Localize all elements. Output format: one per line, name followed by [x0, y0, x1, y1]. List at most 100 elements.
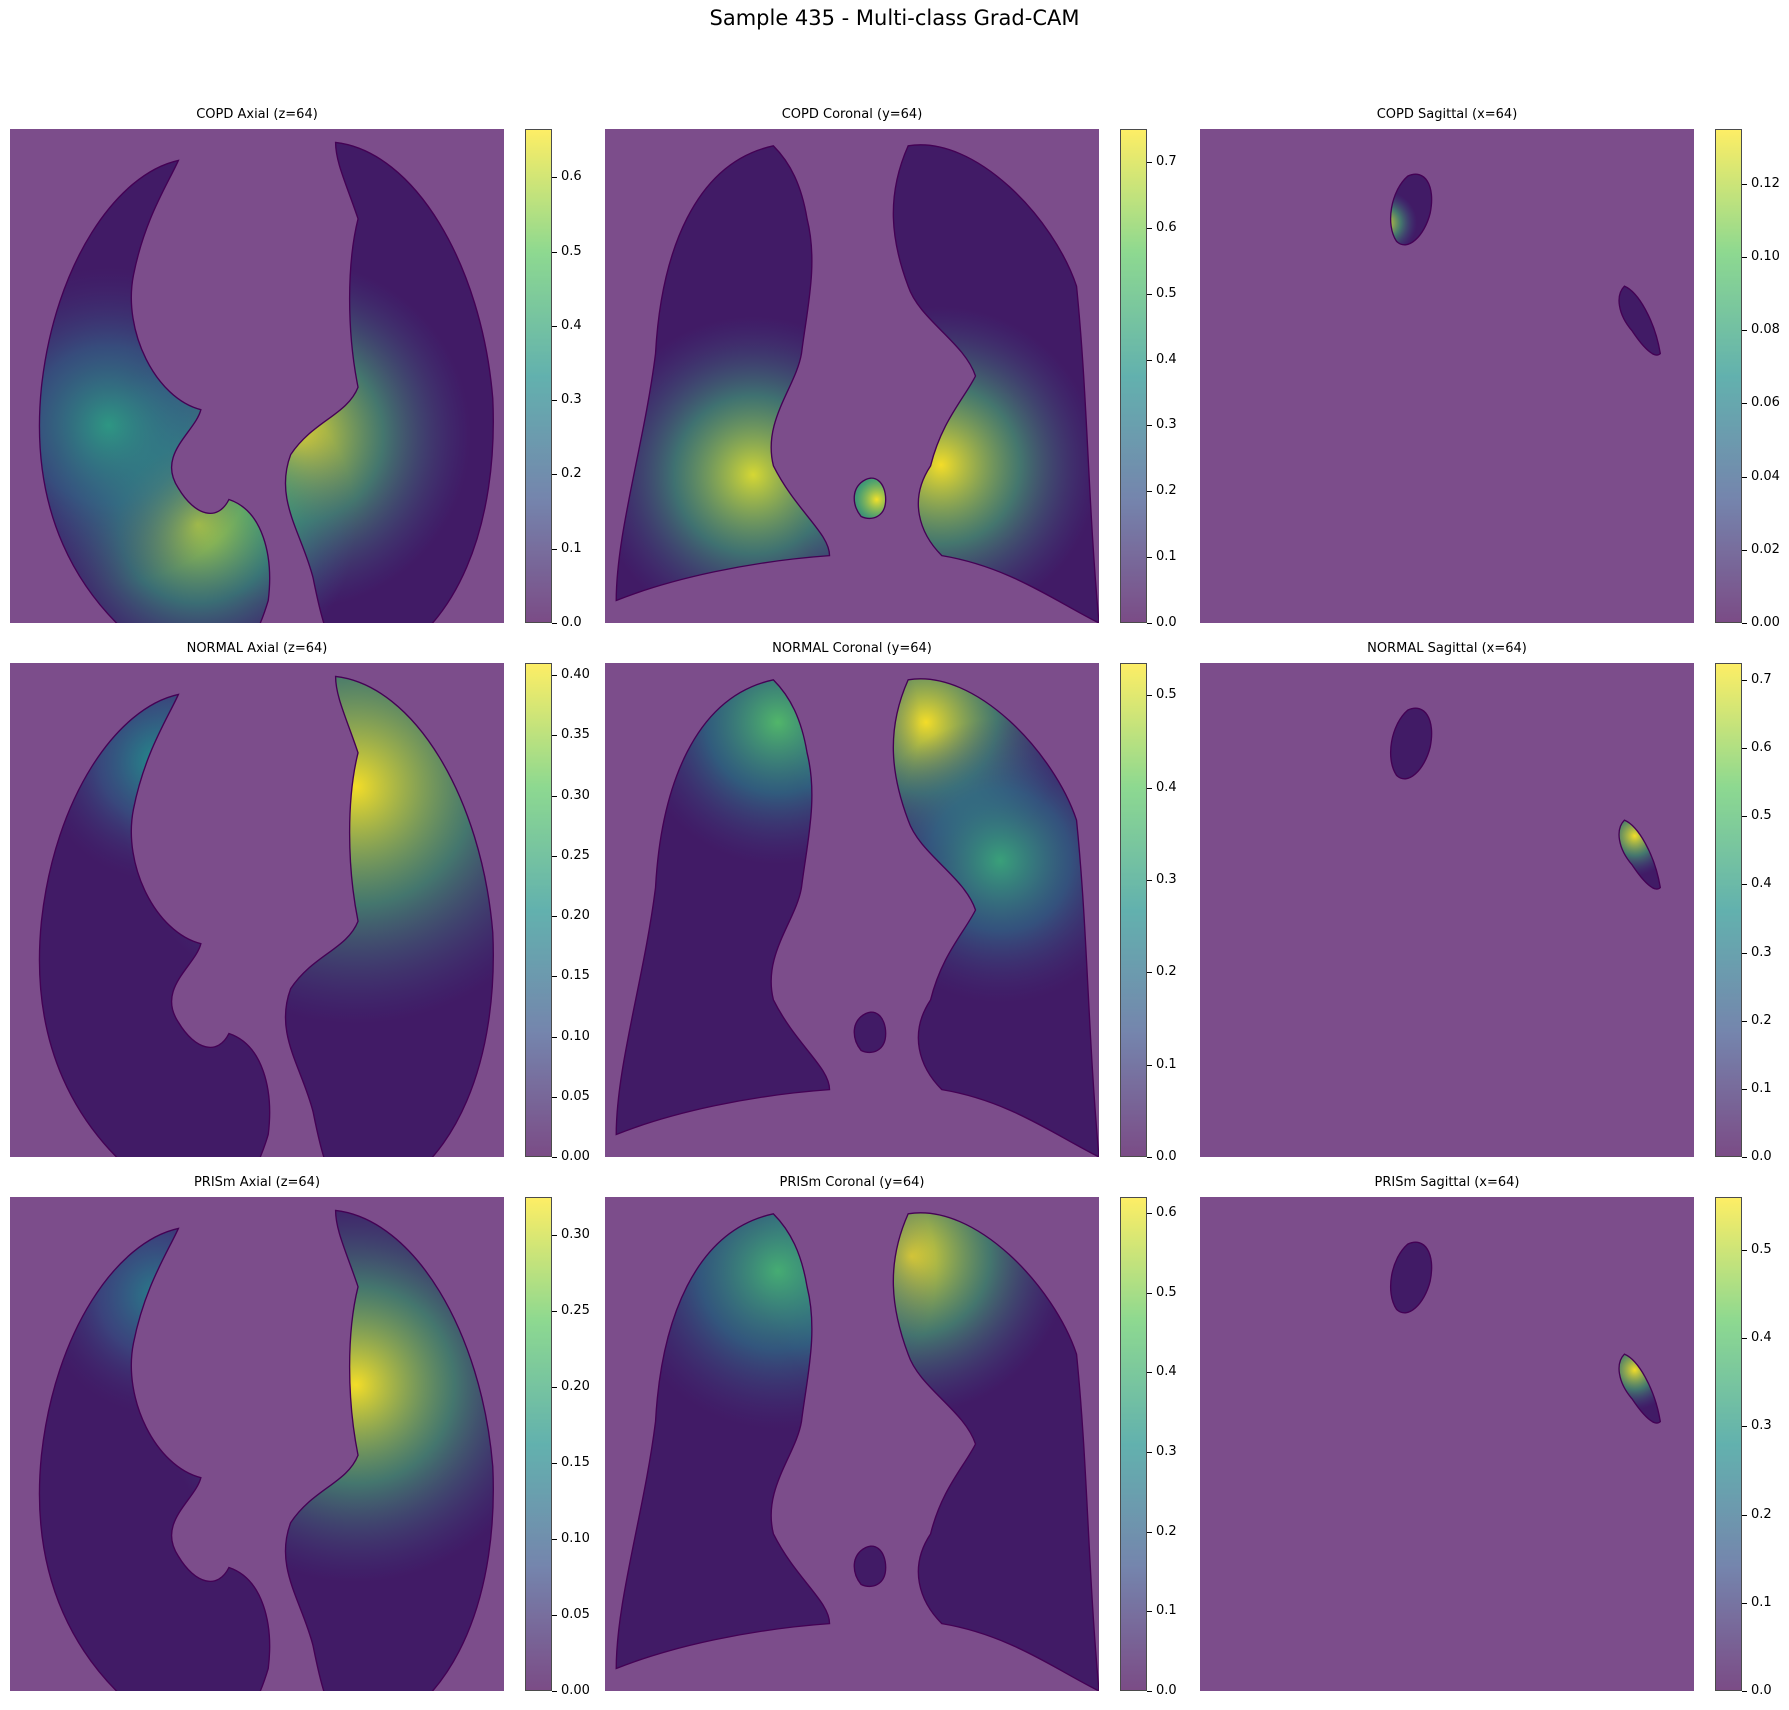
tick-mark	[552, 1311, 557, 1312]
tick-mark	[552, 916, 557, 918]
image-background	[1200, 663, 1694, 1157]
tick-mark	[1742, 1691, 1747, 1692]
tick-label: 0.25	[561, 847, 590, 863]
tick-label: 0.10	[561, 1028, 590, 1044]
tick-mark	[552, 1235, 557, 1236]
tick-mark	[1147, 787, 1152, 789]
lung-outline	[853, 1545, 887, 1588]
lung-outline	[1618, 285, 1662, 356]
lung-outline	[38, 159, 271, 623]
tick-label: 0.05	[561, 1088, 590, 1104]
tick-mark	[1147, 359, 1152, 361]
tick-label: 0.40	[561, 667, 590, 683]
lung-outline	[892, 144, 1099, 623]
panel-title: COPD Sagittal (x=64)	[1376, 107, 1518, 122]
tick-label: 0.30	[561, 787, 590, 803]
tick-label: 0.2	[561, 466, 582, 482]
heatmap-svg	[10, 1197, 504, 1691]
tick-mark	[1147, 1292, 1152, 1294]
tick-mark	[552, 177, 557, 179]
tick-label: 0.5	[1751, 808, 1772, 824]
tick-label: 0.4	[1751, 876, 1772, 892]
tick-label: 0.15	[561, 968, 590, 984]
heatmap-image	[10, 663, 504, 1157]
colorbar	[1120, 129, 1147, 623]
tick-label: 0.0	[1156, 1683, 1177, 1698]
lung-outline	[1389, 173, 1433, 246]
tick-label: 0.7	[1156, 153, 1177, 169]
tick-label: 0.4	[1156, 351, 1177, 367]
tick-label: 0.3	[1156, 1443, 1177, 1459]
tick-label: 0.06	[1751, 395, 1780, 411]
tick-label: 0.2	[1156, 964, 1177, 980]
tick-label: 0.7	[1751, 672, 1772, 688]
heatmap-svg	[605, 129, 1099, 623]
heatmap-image	[1200, 129, 1694, 623]
tick-label: 0.2	[1156, 483, 1177, 499]
heatmap-svg	[605, 1197, 1099, 1691]
tick-mark	[1742, 1602, 1747, 1604]
tick-label: 0.5	[1156, 1284, 1177, 1300]
colorbar	[1715, 129, 1742, 623]
tick-mark	[1742, 330, 1747, 332]
tick-label: 0.3	[1156, 417, 1177, 433]
tick-mark	[1742, 1020, 1747, 1022]
tick-label: 0.20	[561, 1379, 590, 1394]
tick-mark	[1147, 695, 1152, 697]
tick-mark	[1742, 816, 1747, 818]
tick-mark	[552, 795, 557, 797]
tick-label: 0.0	[561, 615, 582, 630]
tick-mark	[552, 1036, 557, 1038]
colorbar	[1715, 1197, 1742, 1691]
tick-mark	[552, 1096, 557, 1098]
heatmap-image	[605, 663, 1099, 1157]
tick-mark	[552, 976, 557, 978]
tick-mark	[1147, 1611, 1152, 1613]
tick-mark	[552, 548, 557, 550]
tick-label: 0.2	[1751, 1012, 1772, 1028]
tick-label: 0.0	[1156, 1149, 1177, 1164]
tick-mark	[1742, 1426, 1747, 1428]
lung-outline	[615, 145, 831, 602]
tick-mark	[552, 1157, 557, 1158]
tick-label: 0.1	[1156, 549, 1177, 565]
figure-title: Sample 435 - Multi-class Grad-CAM	[709, 6, 1080, 30]
tick-label: 0.05	[561, 1607, 590, 1622]
lung-outline	[853, 477, 887, 520]
tick-label: 0.1	[561, 540, 582, 556]
lung-outline	[892, 1212, 1099, 1691]
tick-mark	[1147, 1157, 1152, 1158]
tick-label: 0.5	[561, 243, 582, 259]
tick-mark	[552, 400, 557, 402]
tick-mark	[1742, 183, 1747, 185]
tick-mark	[552, 474, 557, 476]
tick-mark	[552, 251, 557, 253]
tick-label: 0.6	[1751, 740, 1772, 756]
lung-outline	[284, 675, 494, 1157]
tick-label: 0.00	[561, 1149, 590, 1164]
tick-label: 0.30	[561, 1227, 590, 1242]
lung-outline	[1618, 819, 1662, 890]
heatmap-svg	[10, 663, 504, 1157]
tick-label: 0.10	[561, 1531, 590, 1546]
panel-title: NORMAL Coronal (y=64)	[772, 641, 932, 656]
tick-mark	[1147, 1451, 1152, 1453]
tick-mark	[1147, 425, 1152, 427]
tick-mark	[1742, 257, 1747, 259]
tick-label: 0.4	[1156, 1364, 1177, 1380]
lung-outline	[853, 1011, 887, 1054]
colorbar	[525, 129, 552, 623]
tick-label: 0.1	[1156, 1603, 1177, 1619]
tick-mark	[1147, 1064, 1152, 1066]
tick-mark	[1147, 293, 1152, 295]
tick-mark	[1147, 227, 1152, 229]
tick-label: 0.1	[1751, 1594, 1772, 1610]
tick-label: 0.04	[1751, 468, 1780, 484]
tick-mark	[1742, 1088, 1747, 1090]
tick-label: 0.00	[1751, 615, 1780, 630]
tick-mark	[1742, 1249, 1747, 1251]
